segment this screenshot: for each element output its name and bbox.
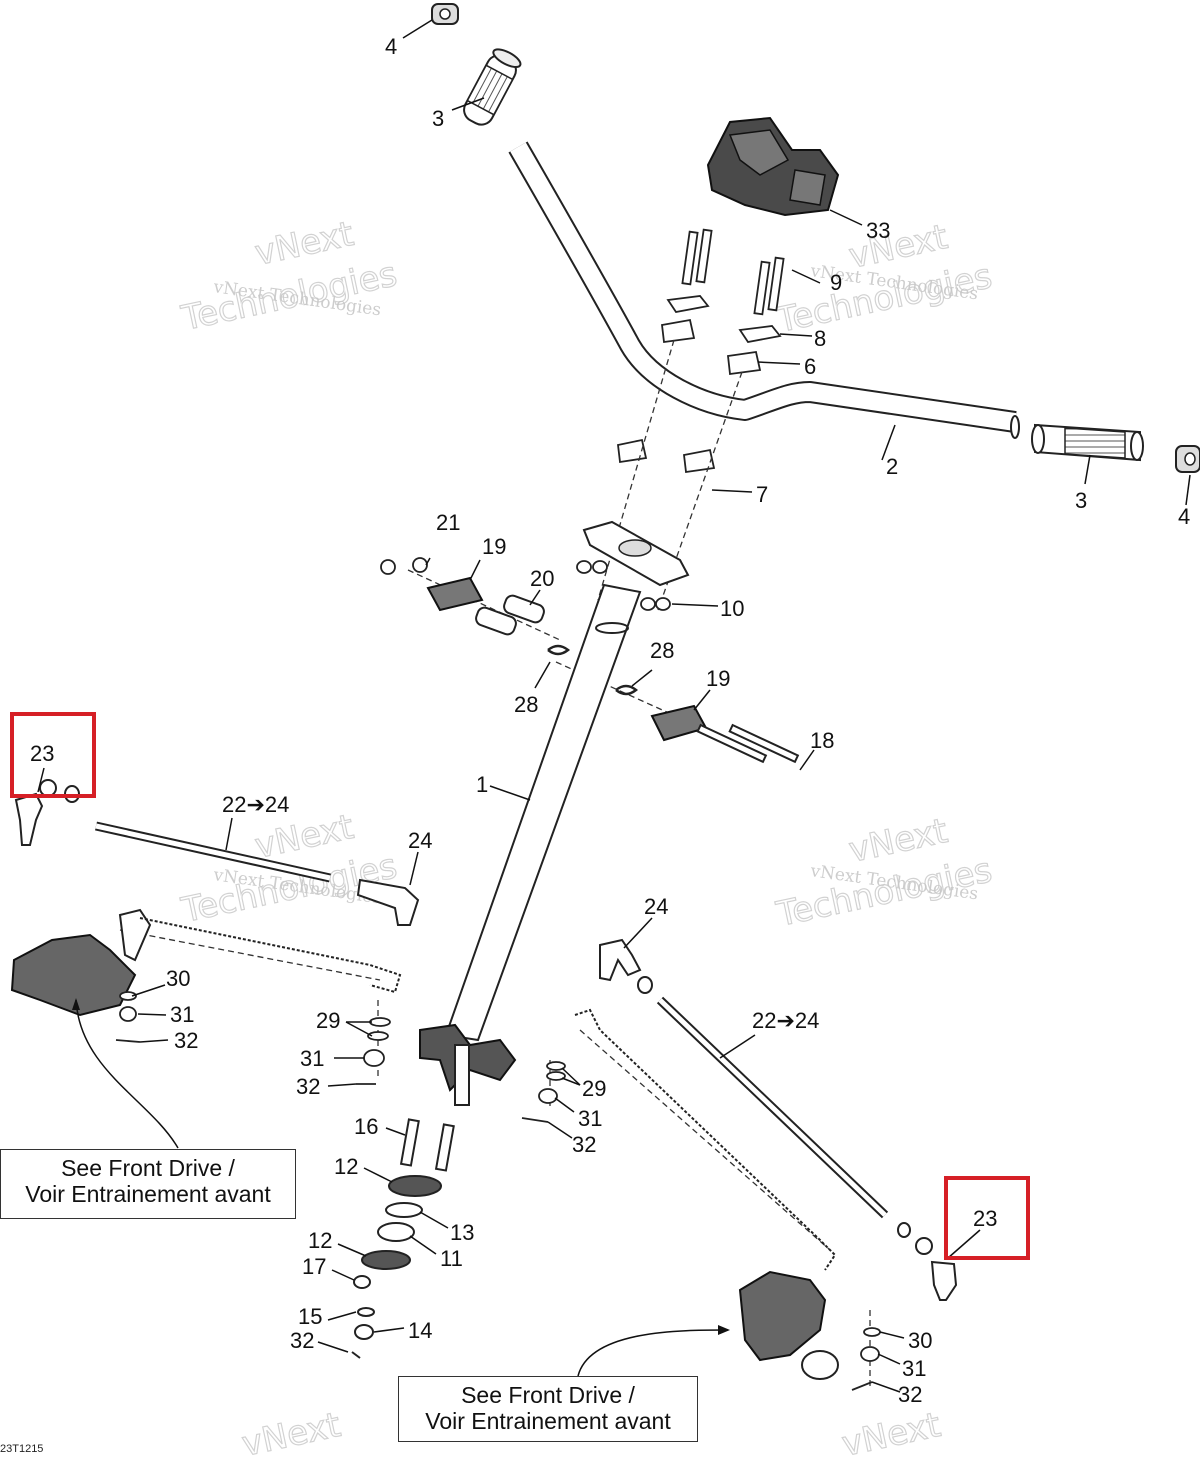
- part-label: 31: [578, 1106, 602, 1131]
- bushing: [475, 594, 545, 636]
- part-label: 32: [898, 1382, 922, 1407]
- fastener-stack: [115, 991, 391, 1085]
- part-label: 28: [514, 692, 538, 717]
- part-label: 29: [582, 1076, 606, 1101]
- part-label: 4: [1178, 504, 1190, 529]
- knuckle-right: [574, 1008, 839, 1380]
- highlight-box-part-23-right: [944, 1176, 1030, 1260]
- part-label: 12: [308, 1228, 332, 1253]
- part-label: 30: [166, 966, 190, 991]
- part-label: 24: [644, 894, 668, 919]
- part-label: 21: [436, 510, 460, 535]
- part-label: 19: [706, 666, 730, 691]
- lower-bearing-stack: [351, 1118, 455, 1359]
- knuckle-left: [10, 908, 402, 1017]
- see-front-drive-note: See Front Drive / Voir Entrainement avan…: [398, 1376, 698, 1442]
- part-label: 14: [408, 1318, 432, 1343]
- part-label: 1: [476, 772, 488, 797]
- watermark-text: vNext: [239, 1405, 344, 1459]
- grip-left: [463, 48, 522, 126]
- fastener-stack: [521, 1061, 881, 1391]
- leader-lines: [37, 19, 1191, 1393]
- part-label: 16: [354, 1114, 378, 1139]
- part-label: 12: [334, 1154, 358, 1179]
- tie-rod-left: [14, 779, 420, 926]
- see-front-drive-note: See Front Drive / Voir Entrainement avan…: [0, 1149, 296, 1219]
- handlebar: [508, 141, 1020, 439]
- part-label: 29: [316, 1008, 340, 1033]
- part-label: 33: [866, 218, 890, 243]
- tie-rod-right: [599, 938, 958, 1301]
- part-label: 7: [756, 482, 768, 507]
- part-label: 8: [814, 326, 826, 351]
- part-label: 24: [408, 828, 432, 853]
- part-label: 28: [650, 638, 674, 663]
- part-label: 11: [440, 1246, 463, 1271]
- clamp-plate: [617, 295, 782, 474]
- column-mount-plate: [582, 520, 690, 587]
- nut: [576, 560, 671, 611]
- note-line: Voir Entrainement avant: [425, 1408, 671, 1434]
- support-block: [426, 576, 708, 742]
- part-label: 22➔24: [752, 1008, 819, 1033]
- part-label: 10: [720, 596, 744, 621]
- arrow-head: [718, 1325, 730, 1335]
- watermark-text: vNext: [839, 1405, 944, 1459]
- bar-end-cap: [1175, 445, 1200, 473]
- part-label: 2: [886, 454, 898, 479]
- part-label: 4: [385, 34, 397, 59]
- clip-spring: [547, 644, 639, 696]
- part-label: 32: [174, 1028, 198, 1053]
- grip-right: [1031, 423, 1144, 462]
- part-label: 32: [290, 1328, 314, 1353]
- part-number-labels: 4 3 33 9 8 6 2 3 4 7 10 21 19 20 28 28 1…: [166, 34, 1190, 1407]
- part-label: 15: [298, 1304, 322, 1329]
- part-label: 32: [572, 1132, 596, 1157]
- handlebar-pad: [706, 116, 840, 217]
- nut: [380, 557, 428, 575]
- bar-end-cap: [431, 3, 459, 25]
- part-label: 3: [1075, 488, 1087, 513]
- part-label: 13: [450, 1220, 474, 1245]
- part-label: 31: [902, 1356, 926, 1381]
- note-line: See Front Drive /: [61, 1155, 235, 1181]
- part-label: 3: [432, 106, 444, 131]
- part-label: 17: [302, 1254, 326, 1279]
- part-label: 9: [830, 270, 842, 295]
- part-label: 31: [300, 1046, 324, 1071]
- part-label: 30: [908, 1328, 932, 1353]
- highlight-label: 23: [30, 741, 55, 766]
- arrow-head: [72, 998, 80, 1010]
- part-label: 19: [482, 534, 506, 559]
- document-code: 23T1215: [0, 1443, 44, 1455]
- part-label: 31: [170, 1002, 194, 1027]
- part-label: 22➔24: [222, 792, 289, 817]
- part-label: 20: [530, 566, 554, 591]
- part-label: 6: [804, 354, 816, 379]
- note-line: See Front Drive /: [461, 1382, 635, 1408]
- part-label: 18: [810, 728, 834, 753]
- bolt: [696, 723, 800, 764]
- highlight-box-part-23-left: [10, 712, 96, 798]
- bolt: [681, 228, 785, 316]
- highlight-label: 23: [973, 1206, 998, 1231]
- part-label: 32: [296, 1074, 320, 1099]
- note-line: Voir Entrainement avant: [25, 1181, 271, 1207]
- steering-column: [419, 583, 642, 1106]
